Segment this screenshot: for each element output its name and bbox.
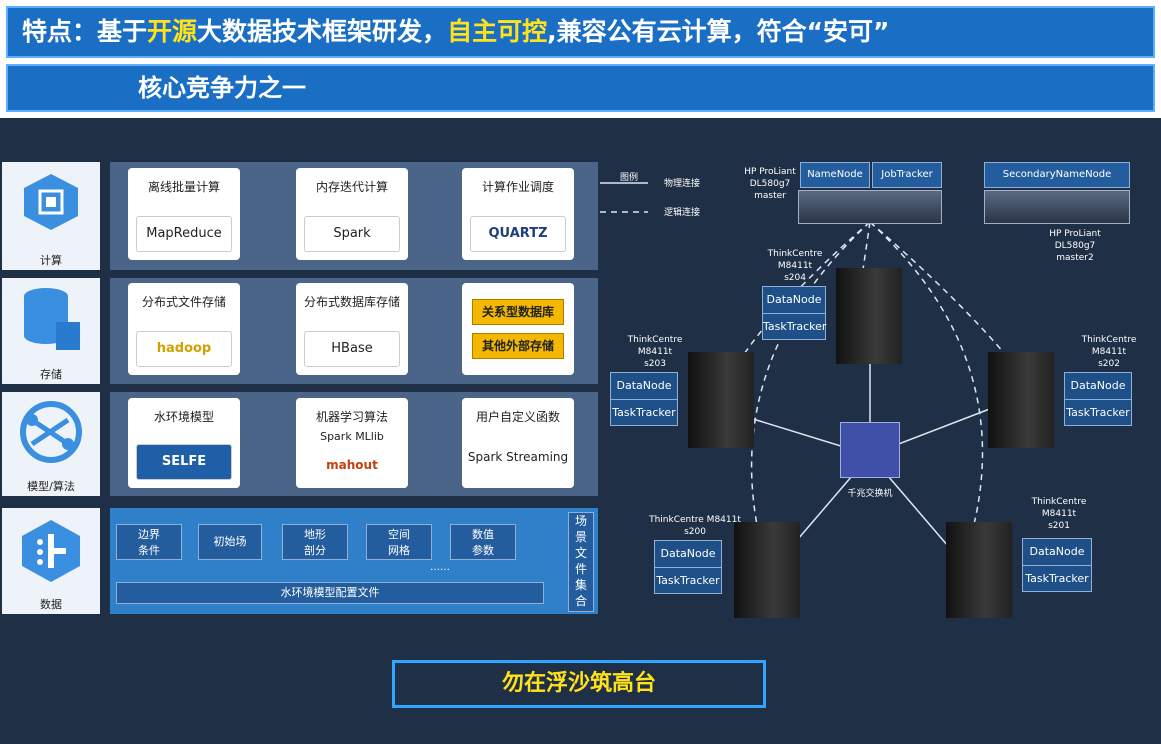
database-icon bbox=[24, 288, 80, 350]
switch-label: 千兆交换机 bbox=[847, 489, 893, 499]
master2-label: HP ProLiant DL580g7 master2 bbox=[1049, 229, 1101, 263]
master2-server-icon bbox=[984, 190, 1130, 224]
layer-label: 计算 bbox=[40, 254, 62, 267]
card-title: 机器学习算法 bbox=[315, 410, 388, 424]
card-title: 用户自定义函数 bbox=[475, 410, 560, 424]
network-icon bbox=[20, 401, 82, 463]
scene-file-set: 场 景 文 件 集 合 bbox=[568, 512, 594, 612]
data-icon bbox=[22, 520, 80, 582]
title-part3: ,兼容公有云计算，符合“安可” bbox=[547, 17, 890, 46]
switch-icon bbox=[840, 422, 900, 478]
tasktracker-label: TaskTracker bbox=[655, 567, 721, 594]
node-s204-label: ThinkCentre M8411t s204 bbox=[767, 249, 823, 283]
relational-db-button: 关系型数据库 bbox=[472, 299, 564, 325]
data-ellipsis: …… bbox=[430, 562, 450, 573]
config-file-bar: 水环境模型配置文件 bbox=[116, 582, 544, 604]
hadoop-logo: hadoop bbox=[136, 331, 232, 367]
layer-label: 存储 bbox=[40, 368, 62, 381]
datanode-label: DataNode bbox=[660, 547, 716, 560]
card-title: 计算作业调度 bbox=[481, 180, 554, 194]
selfe-logo: SELFE bbox=[136, 444, 232, 480]
namenode-box: NameNode bbox=[800, 162, 870, 188]
node-s204-server-icon bbox=[836, 268, 902, 364]
data-item-boundary: 边界 条件 bbox=[116, 524, 182, 560]
title-highlight-control: 自主可控 bbox=[447, 17, 548, 46]
card-title: 分布式数据库存储 bbox=[303, 295, 400, 309]
data-item-params: 数值 参数 bbox=[450, 524, 516, 560]
layer-data: 数据 bbox=[2, 508, 100, 614]
hbase-logo: HBase bbox=[304, 331, 400, 367]
model-card-water: 水环境模型 SELFE bbox=[128, 398, 240, 488]
layer-label: 数据 bbox=[40, 598, 62, 611]
title-prefix: 特点： bbox=[22, 17, 98, 46]
chip-icon bbox=[24, 174, 78, 230]
datanode-label: DataNode bbox=[1070, 379, 1126, 392]
card-title: 水环境模型 bbox=[153, 410, 214, 424]
mahout-logo: mahout bbox=[326, 458, 378, 472]
spark-streaming-logo: Spark Streaming bbox=[467, 450, 569, 464]
storage-card-hbase: 分布式数据库存储 HBase bbox=[296, 283, 408, 375]
legend-title: 图例 bbox=[620, 173, 639, 183]
node-s202-server-icon bbox=[988, 352, 1054, 448]
card-title: 离线批量计算 bbox=[147, 180, 220, 194]
datanode-label: DataNode bbox=[1029, 545, 1085, 558]
node-s201-server-icon bbox=[946, 522, 1012, 618]
layer-label: 模型/算法 bbox=[27, 480, 75, 493]
card-title: 分布式文件存储 bbox=[141, 295, 226, 309]
data-item-terrain: 地形 剖分 bbox=[282, 524, 348, 560]
tasktracker-label: TaskTracker bbox=[1065, 399, 1131, 426]
layer-model: 模型/算法 bbox=[2, 392, 100, 496]
tasktracker-label: TaskTracker bbox=[763, 313, 826, 340]
footer-slogan: 勿在浮沙筑高台 bbox=[392, 660, 766, 708]
data-item-grid: 空间 网格 bbox=[366, 524, 432, 560]
node-s203-server-icon bbox=[688, 352, 754, 448]
tasktracker-label: TaskTracker bbox=[1023, 565, 1091, 592]
datanode-label: DataNode bbox=[616, 379, 672, 392]
node-s203-label: ThinkCentre M8411t s203 bbox=[627, 335, 683, 369]
card-title: 内存迭代计算 bbox=[315, 180, 388, 194]
mapreduce-logo: MapReduce bbox=[136, 216, 232, 252]
tasktracker-label: TaskTracker bbox=[611, 399, 677, 426]
spark-logo: Spark bbox=[304, 216, 400, 252]
title-part1: 基于 bbox=[97, 17, 148, 46]
compute-card-spark: 内存迭代计算 Spark bbox=[296, 168, 408, 260]
model-card-ml: 机器学习算法 Spark MLlib mahout bbox=[296, 398, 408, 488]
node-s201-label: ThinkCentre M8411t s201 bbox=[1031, 497, 1087, 531]
subtitle-banner: 核心竞争力之一 bbox=[6, 64, 1155, 112]
node-s200-label: ThinkCentre M8411t s200 bbox=[649, 515, 741, 537]
jobtracker-box: JobTracker bbox=[872, 162, 942, 188]
master-label: HP ProLiant DL580g7 master bbox=[744, 167, 796, 201]
master-server-icon bbox=[798, 190, 942, 224]
secondary-namenode-box: SecondaryNameNode bbox=[984, 162, 1130, 188]
compute-card-mapreduce: 离线批量计算 MapReduce bbox=[128, 168, 240, 260]
title-part2: 大数据技术框架研发， bbox=[197, 17, 448, 46]
mllib-logo: Spark MLlib bbox=[320, 430, 384, 443]
quartz-logo: QUARTZ bbox=[470, 216, 566, 252]
external-storage-button: 其他外部存储 bbox=[472, 333, 564, 359]
title-highlight-opensource: 开源 bbox=[147, 17, 198, 46]
node-s202-label: ThinkCentre M8411t s202 bbox=[1081, 335, 1137, 369]
storage-card-hdfs: 分布式文件存储 hadoop bbox=[128, 283, 240, 375]
model-card-udf: 用户自定义函数 Spark Streaming bbox=[462, 398, 574, 488]
node-s200-server-icon bbox=[734, 522, 800, 618]
legend-logical: 逻辑连接 bbox=[663, 208, 700, 218]
datanode-label: DataNode bbox=[766, 293, 822, 306]
title-banner: 特点：基于开源大数据技术框架研发，自主可控,兼容公有云计算，符合“安可” bbox=[6, 6, 1155, 58]
layer-compute: 计算 bbox=[2, 162, 100, 270]
storage-card-external: 关系型数据库 其他外部存储 bbox=[462, 283, 574, 375]
data-item-initial: 初始场 bbox=[198, 524, 262, 560]
layer-storage: 存储 bbox=[2, 278, 100, 384]
legend-physical: 物理连接 bbox=[663, 179, 700, 189]
compute-card-quartz: 计算作业调度 QUARTZ bbox=[462, 168, 574, 260]
